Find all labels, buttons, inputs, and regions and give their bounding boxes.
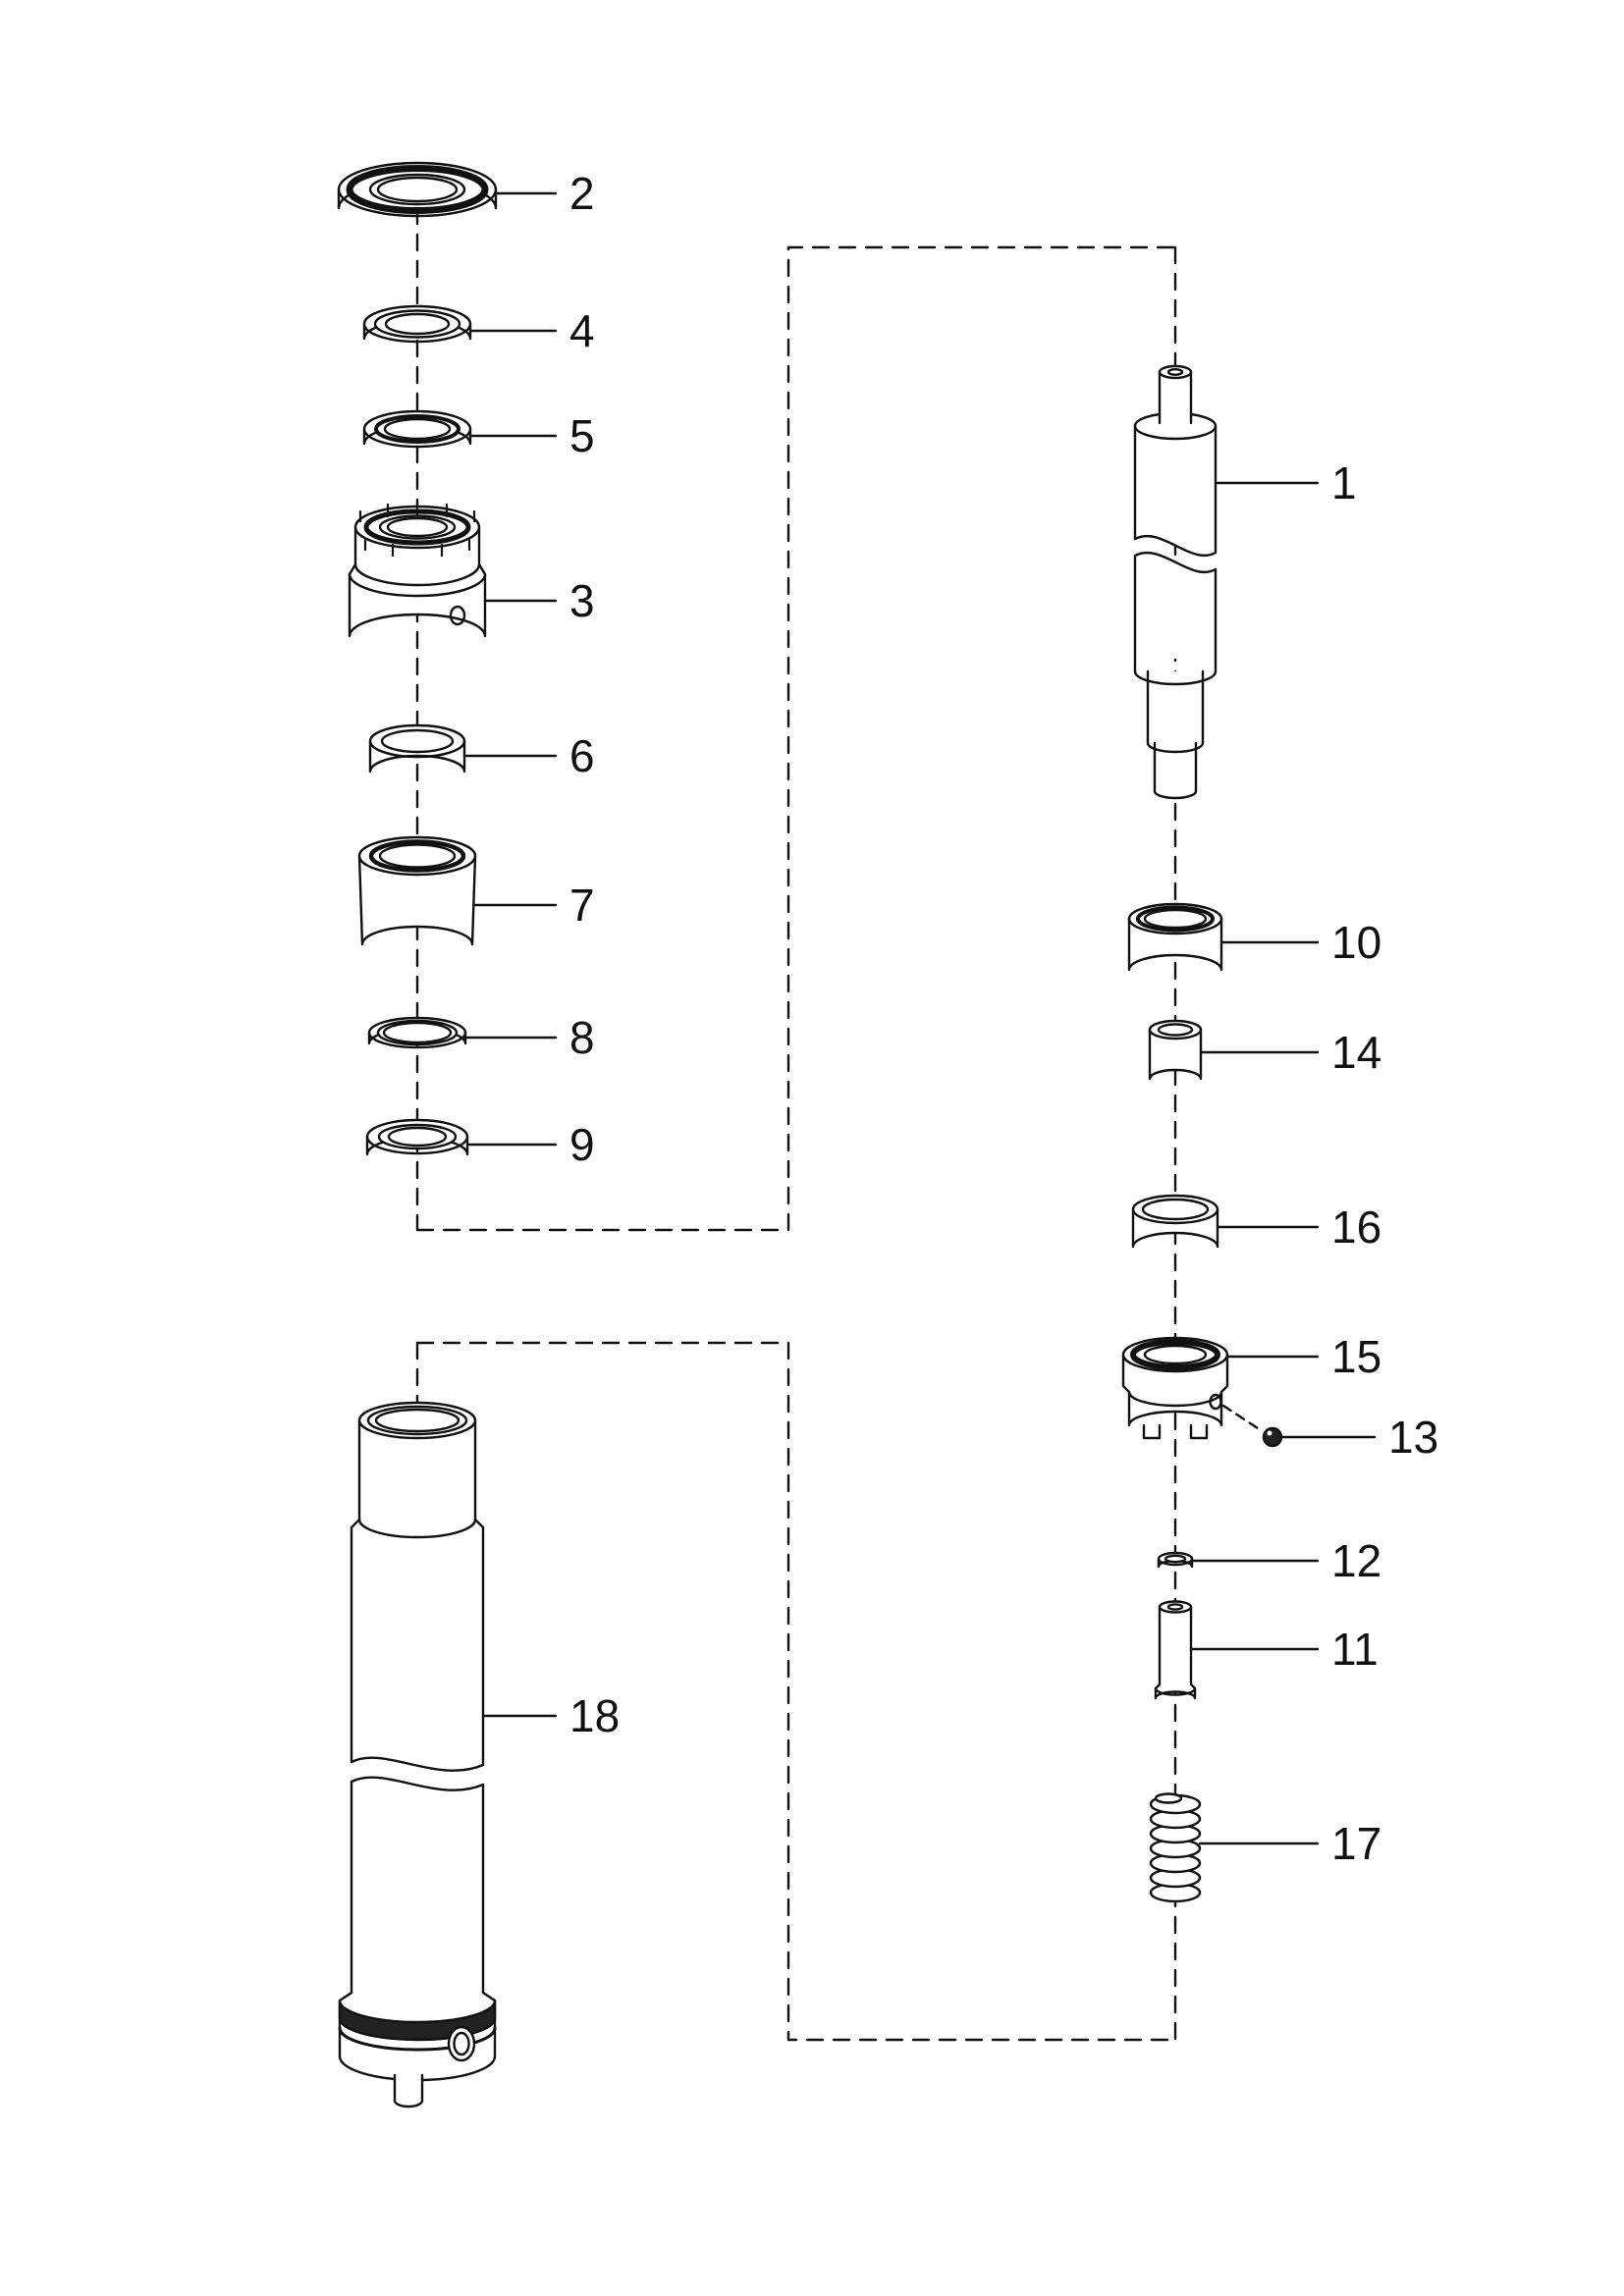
part-9-washer	[365, 1118, 469, 1156]
set-screw-hole	[1209, 1393, 1222, 1411]
body-break-lines	[350, 1756, 485, 1791]
callout-label-5: 5	[569, 410, 595, 461]
part-15-valve-cap	[1121, 1336, 1229, 1440]
part-2-seal-cap	[337, 161, 498, 218]
callout-labels: 2 4 5 3 6 7 8 9 18 1 10 14 16 15 13 12 1…	[569, 168, 1438, 1869]
callout-leaders	[462, 191, 1377, 1845]
callout-label-17: 17	[1331, 1818, 1381, 1869]
callout-label-7: 7	[569, 880, 595, 931]
centerlines	[415, 206, 1177, 2042]
part-4-washer	[362, 304, 472, 344]
castellation-ticks-front	[363, 537, 471, 558]
callout-label-13: 13	[1388, 1412, 1438, 1463]
part-11-valve-pin	[1154, 1600, 1197, 1700]
ball-leader-dashed	[1221, 1404, 1263, 1432]
part-18-cylinder-body	[338, 1401, 497, 2109]
callout-label-2: 2	[569, 168, 595, 219]
callout-label-15: 15	[1331, 1331, 1381, 1382]
callout-label-8: 8	[569, 1012, 595, 1063]
callout-label-16: 16	[1331, 1201, 1381, 1253]
part-10-cup	[1127, 902, 1223, 972]
callout-label-10: 10	[1331, 917, 1381, 968]
rod-break-lines	[1133, 535, 1218, 573]
castellation-notches	[1142, 1423, 1209, 1440]
callout-label-3: 3	[569, 575, 595, 626]
part-7-piston-cup	[357, 835, 477, 946]
callout-label-1: 1	[1331, 457, 1357, 508]
part-3-end-cap	[348, 501, 487, 638]
callout-label-9: 9	[569, 1119, 595, 1170]
part-13-ball	[1221, 1404, 1283, 1448]
part-8-washer	[367, 1016, 467, 1049]
part-16-bushing	[1131, 1194, 1219, 1249]
side-hole	[449, 605, 466, 626]
callout-label-6: 6	[569, 730, 595, 781]
part-1-piston-rod	[1133, 364, 1218, 800]
callout-label-14: 14	[1331, 1027, 1381, 1078]
callout-label-11: 11	[1331, 1624, 1379, 1675]
callout-label-12: 12	[1331, 1535, 1381, 1586]
connector-lower	[415, 1341, 1177, 2042]
castellation-ticks-top	[358, 501, 476, 523]
part-6-bushing	[368, 723, 466, 774]
connector-upper	[415, 245, 1177, 1232]
part-14-bushing	[1148, 1019, 1203, 1081]
bottom-nub	[393, 2073, 424, 2109]
callout-label-4: 4	[569, 305, 595, 356]
part-5-washer	[362, 409, 472, 449]
part-17-spring	[1149, 1792, 1202, 1903]
part-12-o-ring	[1157, 1551, 1194, 1569]
callout-label-18: 18	[569, 1690, 620, 1741]
